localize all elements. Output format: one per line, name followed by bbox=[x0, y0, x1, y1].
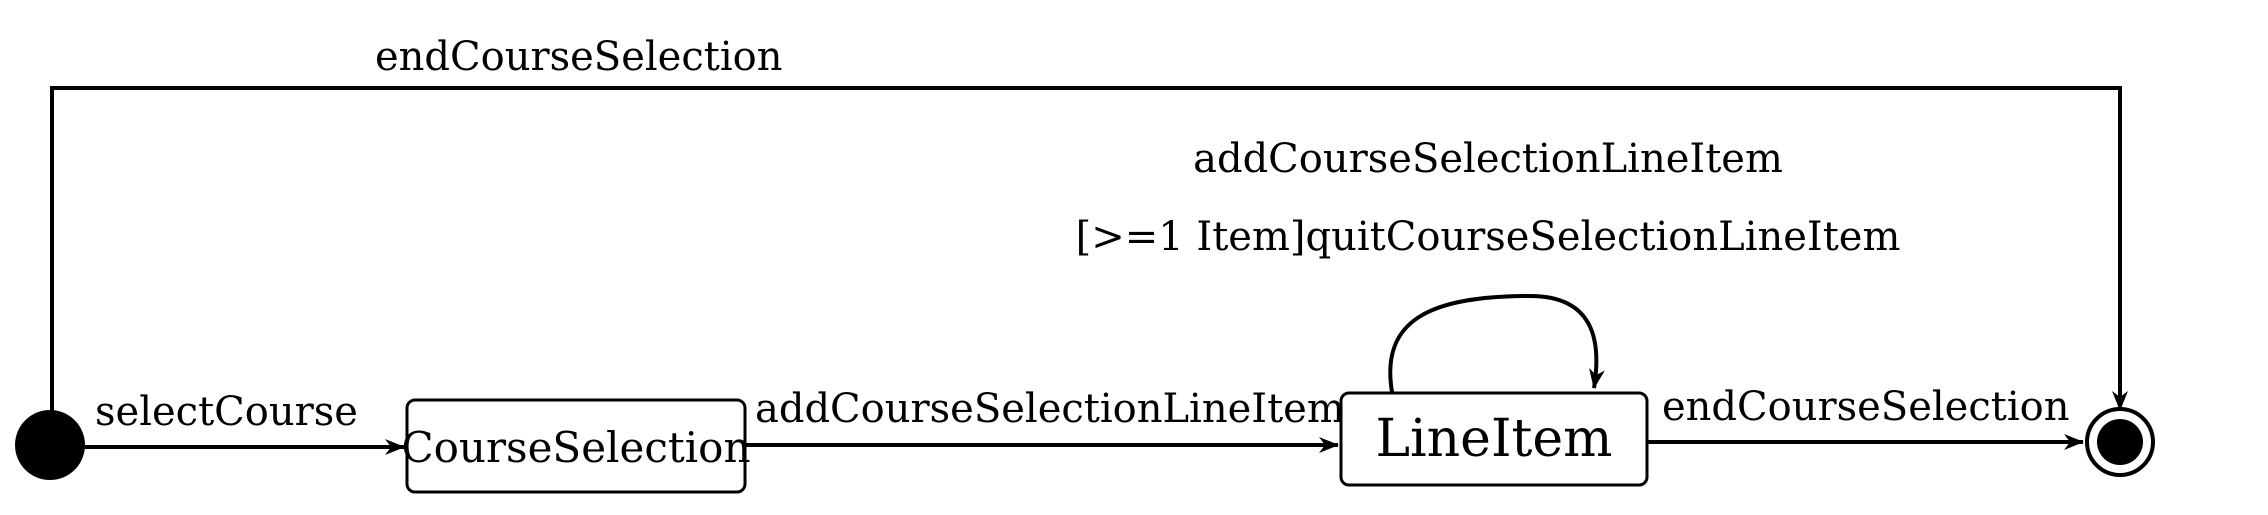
transition-label-select-course: selectCourse bbox=[95, 389, 358, 435]
self-transition-arc bbox=[1388, 293, 1605, 393]
initial-state-node bbox=[15, 410, 85, 480]
transition-label-add-line-item: addCourseSelectionLineItem bbox=[755, 386, 1345, 432]
self-transition-label-add: addCourseSelectionLineItem bbox=[1193, 136, 1783, 182]
final-state-core bbox=[2097, 419, 2143, 465]
transition-label-end-course-selection: endCourseSelection bbox=[1662, 384, 2069, 430]
state-line-item bbox=[1339, 391, 1649, 487]
transition-label-initial-to-final: endCourseSelection bbox=[375, 34, 782, 80]
state-line-item-label: LineItem bbox=[1376, 409, 1613, 469]
transition-initial-to-final bbox=[50, 86, 2128, 415]
state-course-selection-label: CourseSelection bbox=[401, 423, 750, 472]
self-transition-label-quit: [>=1 Item]quitCourseSelectionLineItem bbox=[1076, 214, 1901, 260]
